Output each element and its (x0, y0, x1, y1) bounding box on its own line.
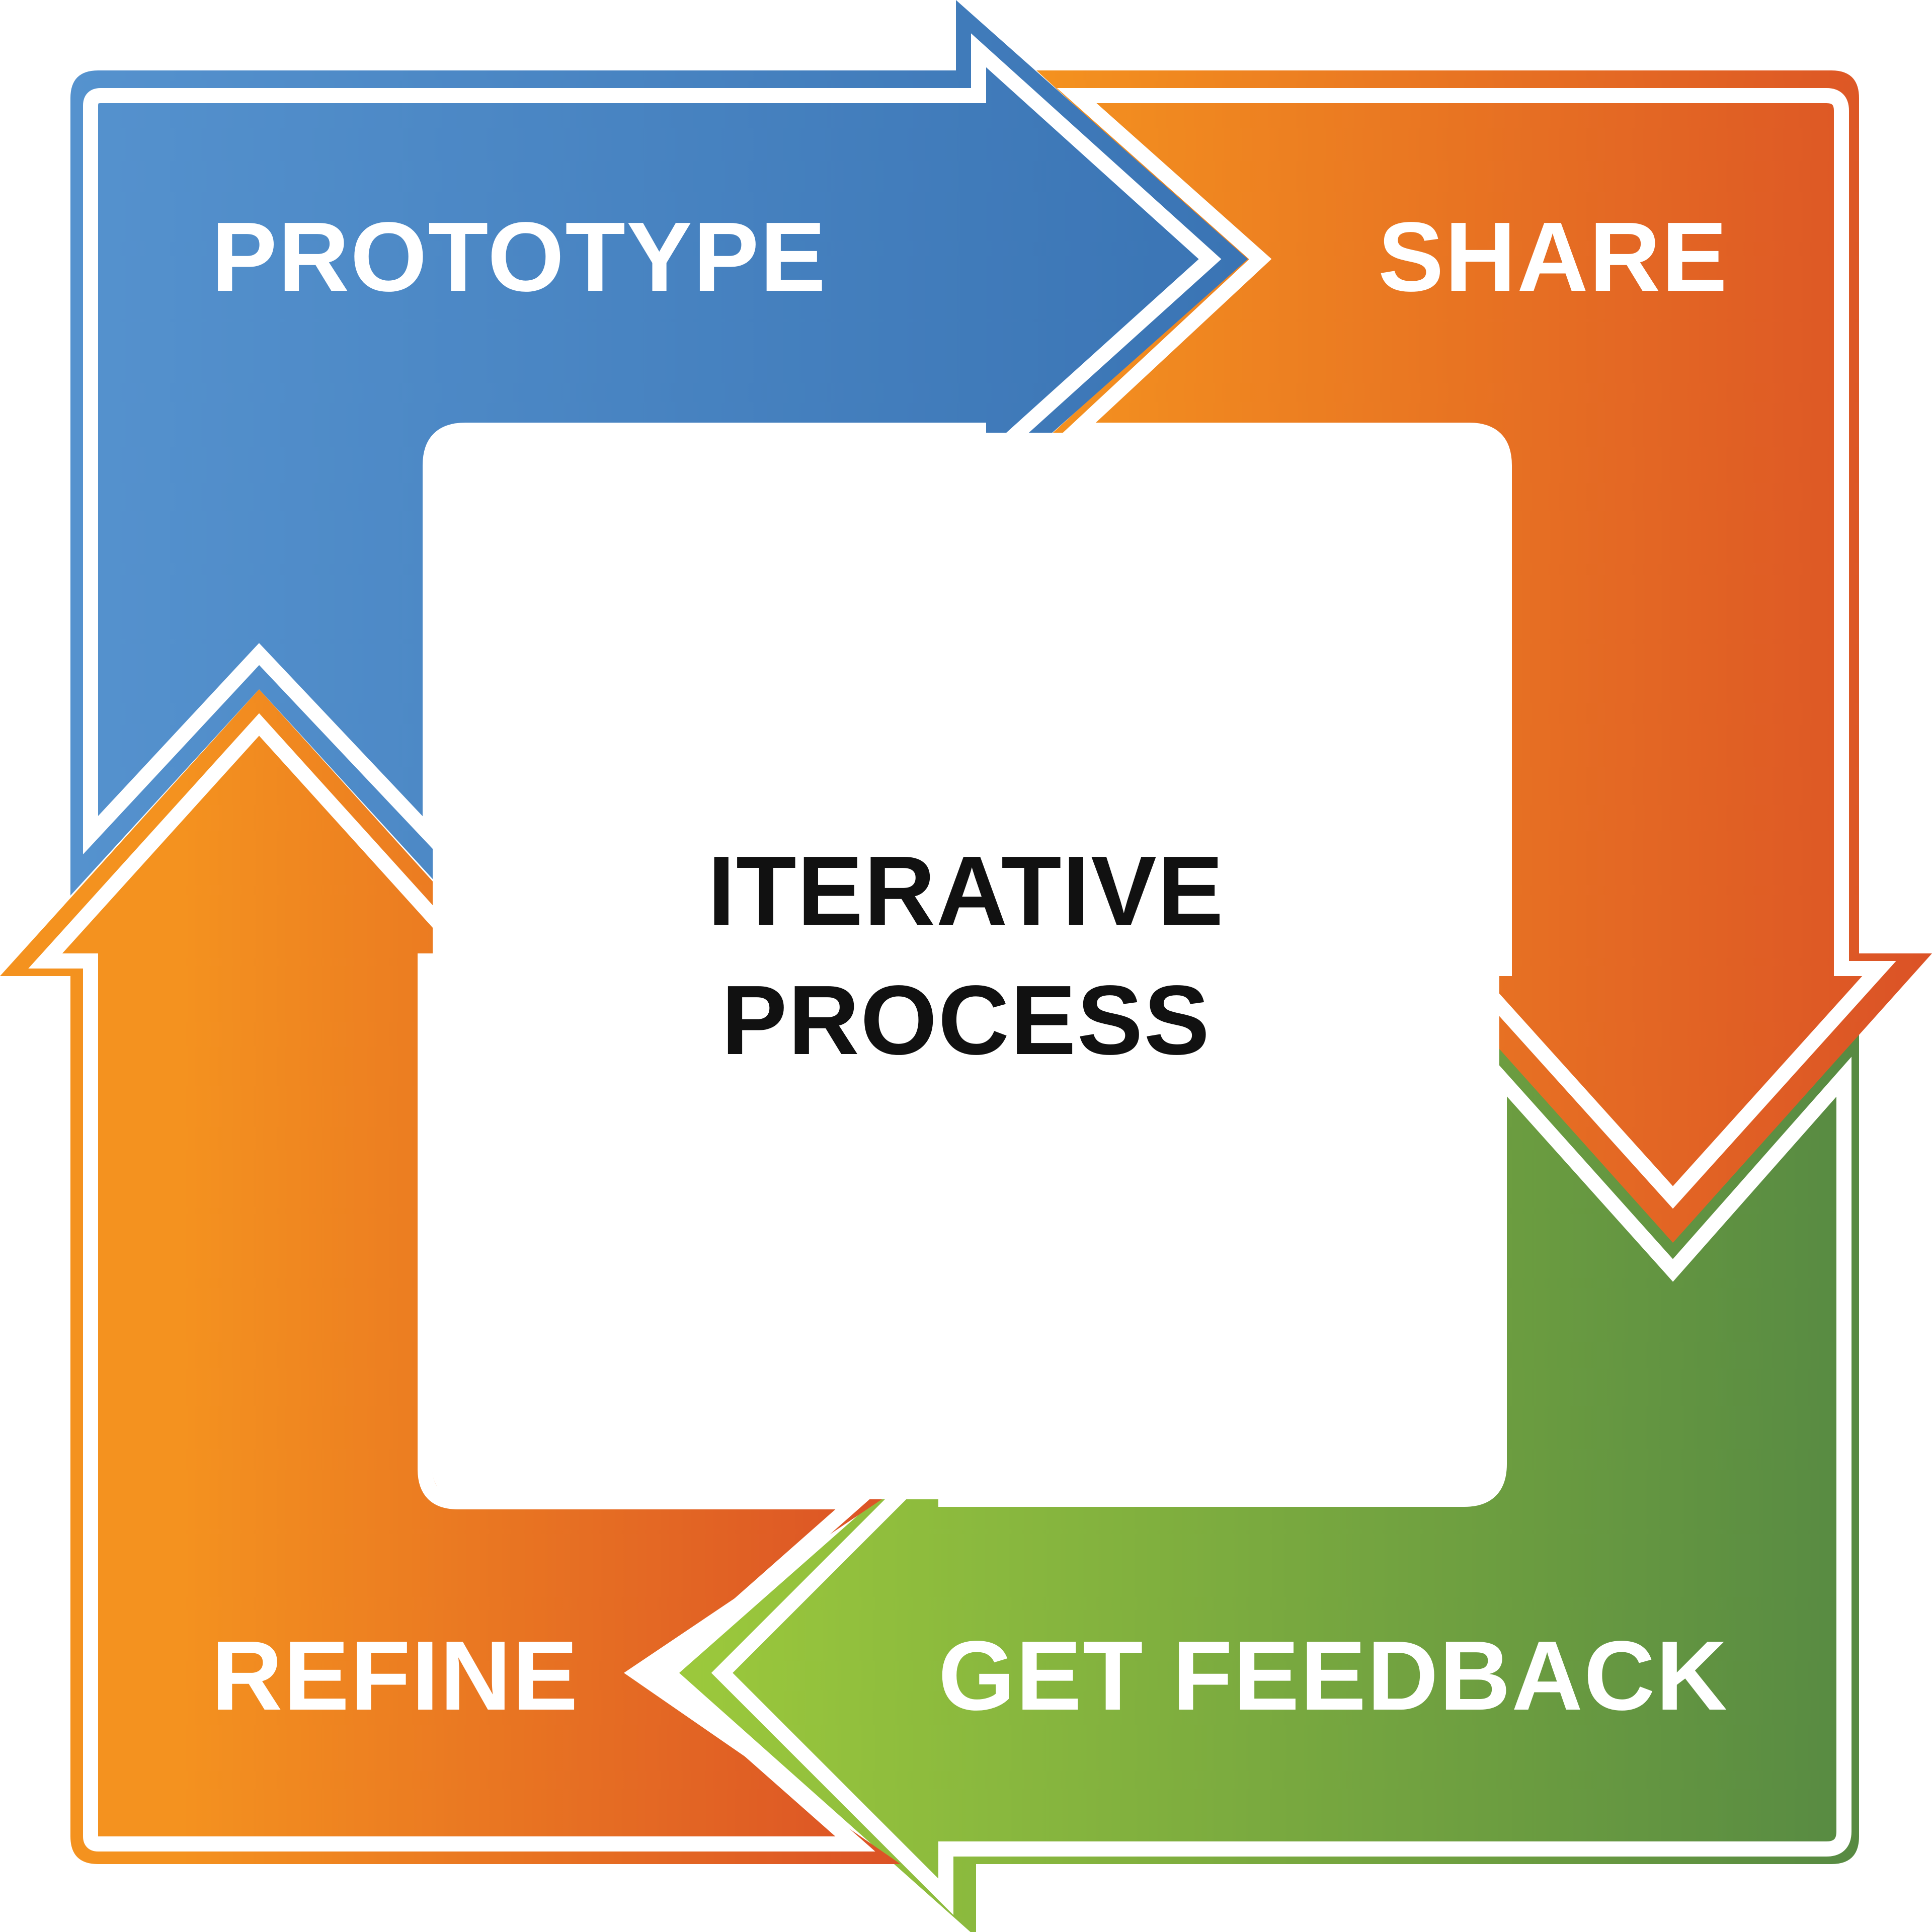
label-refine: REFINE (211, 1621, 579, 1731)
center-title-line2: PROCESS (721, 965, 1211, 1075)
share-arrow (1036, 70, 1932, 1243)
center-panel-outline (445, 450, 1487, 1484)
label-get-feedback: GET FEEDBACK (938, 1621, 1728, 1731)
refine-arrow-outline (28, 713, 875, 1852)
center-panel (433, 433, 1499, 1499)
get-feedback-arrow-shape (679, 1031, 1859, 1932)
label-prototype: PROTOTYPE (211, 202, 827, 312)
share-arrow-shape (1036, 70, 1932, 1243)
refine-arrow-shape (0, 689, 901, 1864)
prototype-arrow-outline (83, 33, 1222, 855)
label-share: SHARE (1378, 202, 1728, 312)
share-arrow-outline (1057, 88, 1896, 1209)
center-title-line1: ITERATIVE (707, 836, 1224, 946)
refine-arrow (0, 689, 901, 1864)
